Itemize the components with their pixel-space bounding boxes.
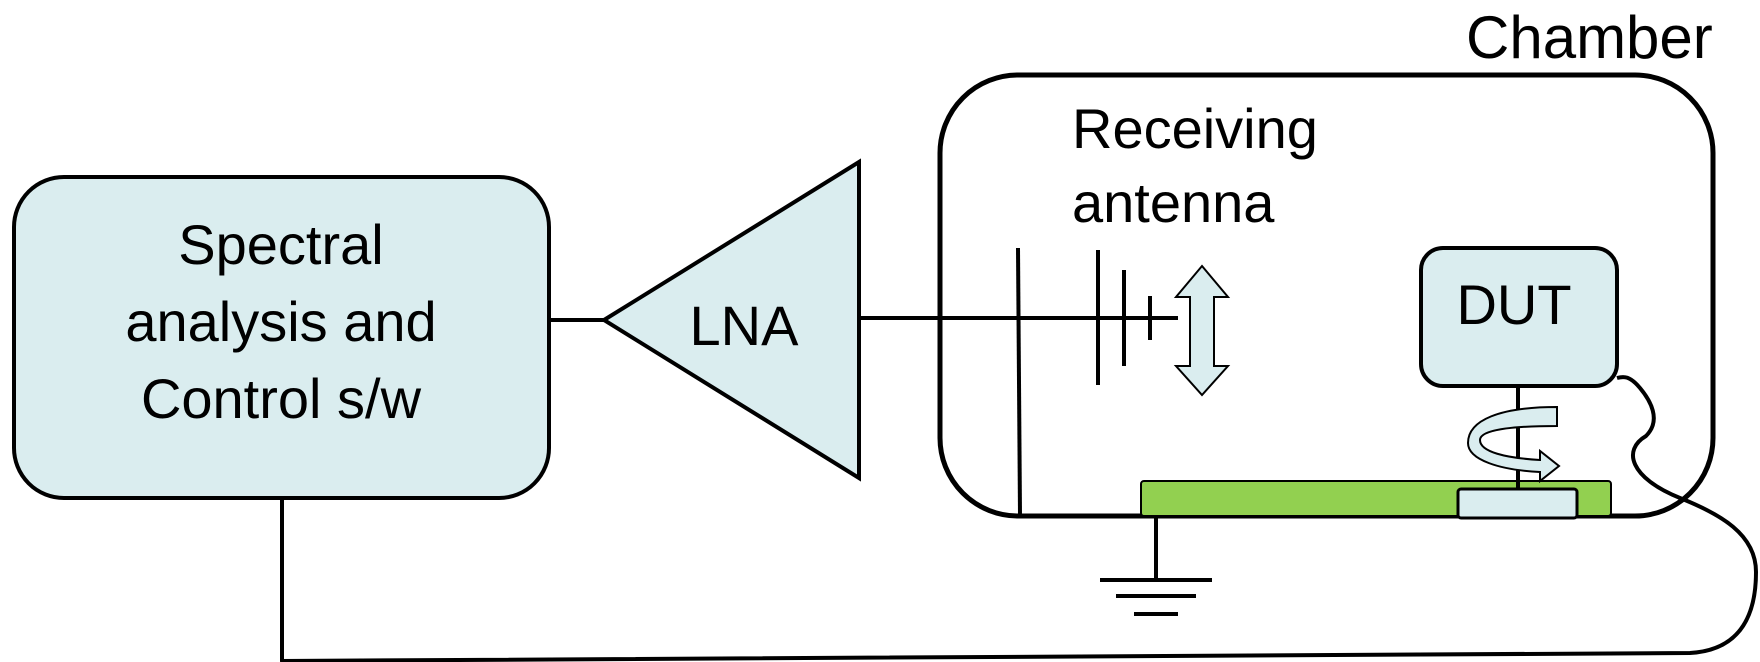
- ground-symbol-icon: [1100, 516, 1212, 616]
- spectral-analysis-label-line2: analysis and: [125, 290, 436, 353]
- curved-rotation-arrow-icon: [1466, 405, 1561, 484]
- dut-block: DUT: [1419, 246, 1619, 388]
- antenna-mast: [1016, 247, 1022, 517]
- spectral-analysis-label-line1: Spectral: [178, 213, 383, 276]
- chamber-label: Chamber: [1466, 4, 1713, 71]
- lna-amplifier: LNA: [600, 158, 861, 482]
- double-headed-vertical-arrow-icon: [1173, 264, 1231, 397]
- spectral-analysis-block: Spectral analysis and Control s/w: [12, 175, 551, 500]
- log-periodic-antenna-icon: Receiving antenna: [1072, 97, 1318, 385]
- dut-label: DUT: [1456, 273, 1571, 336]
- turntable-mount: [1456, 487, 1579, 520]
- dut-box: [1419, 246, 1619, 388]
- spectral-analysis-label-line3: Control s/w: [141, 367, 422, 430]
- lna-label: LNA: [690, 294, 800, 357]
- control-cable: [280, 375, 1758, 662]
- receiving-antenna-label-line2: antenna: [1072, 171, 1275, 234]
- receiving-antenna-label-line1: Receiving: [1072, 97, 1318, 160]
